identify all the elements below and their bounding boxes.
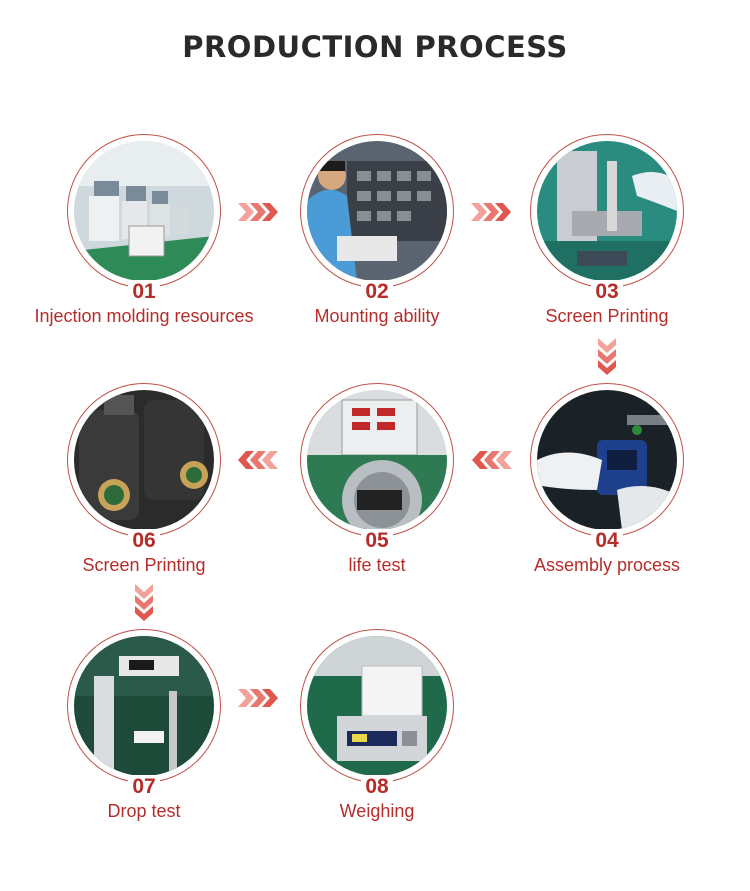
step-number: 08 [317,775,437,799]
finished-devices-photo [74,390,214,530]
step-label: Screen Printing [545,306,669,326]
arrow-down-icon [598,338,616,376]
step-number: 06 [84,529,204,553]
step-label: Mounting ability [314,306,440,326]
step-number: 04 [547,529,667,553]
arrow-down-icon [135,584,153,622]
arrow-left-icon [238,451,278,469]
arrow-right-icon [471,203,511,221]
step-number: 03 [547,280,667,304]
printing-photo [537,141,677,281]
mounting-photo [307,141,447,281]
page-title: PRODUCTION PROCESS [182,30,568,64]
weighing-photo [307,636,447,776]
drop-test-photo [74,636,214,776]
step-label: Injection molding resources [34,306,254,326]
step-number: 07 [84,775,204,799]
step-label: Assembly process [533,555,681,575]
step-number: 01 [84,280,204,304]
step-number: 02 [317,280,437,304]
step-label: Drop test [107,801,181,821]
step-label: Screen Printing [82,555,206,575]
step-label: life test [348,555,406,575]
assembly-photo [537,390,677,530]
step-number: 05 [317,529,437,553]
injection-molding-photo [74,141,214,281]
arrow-right-icon [238,203,278,221]
arrow-right-icon [238,689,278,707]
arrow-left-icon [472,451,512,469]
life-test-photo [307,390,447,530]
step-label: Weighing [339,801,415,821]
